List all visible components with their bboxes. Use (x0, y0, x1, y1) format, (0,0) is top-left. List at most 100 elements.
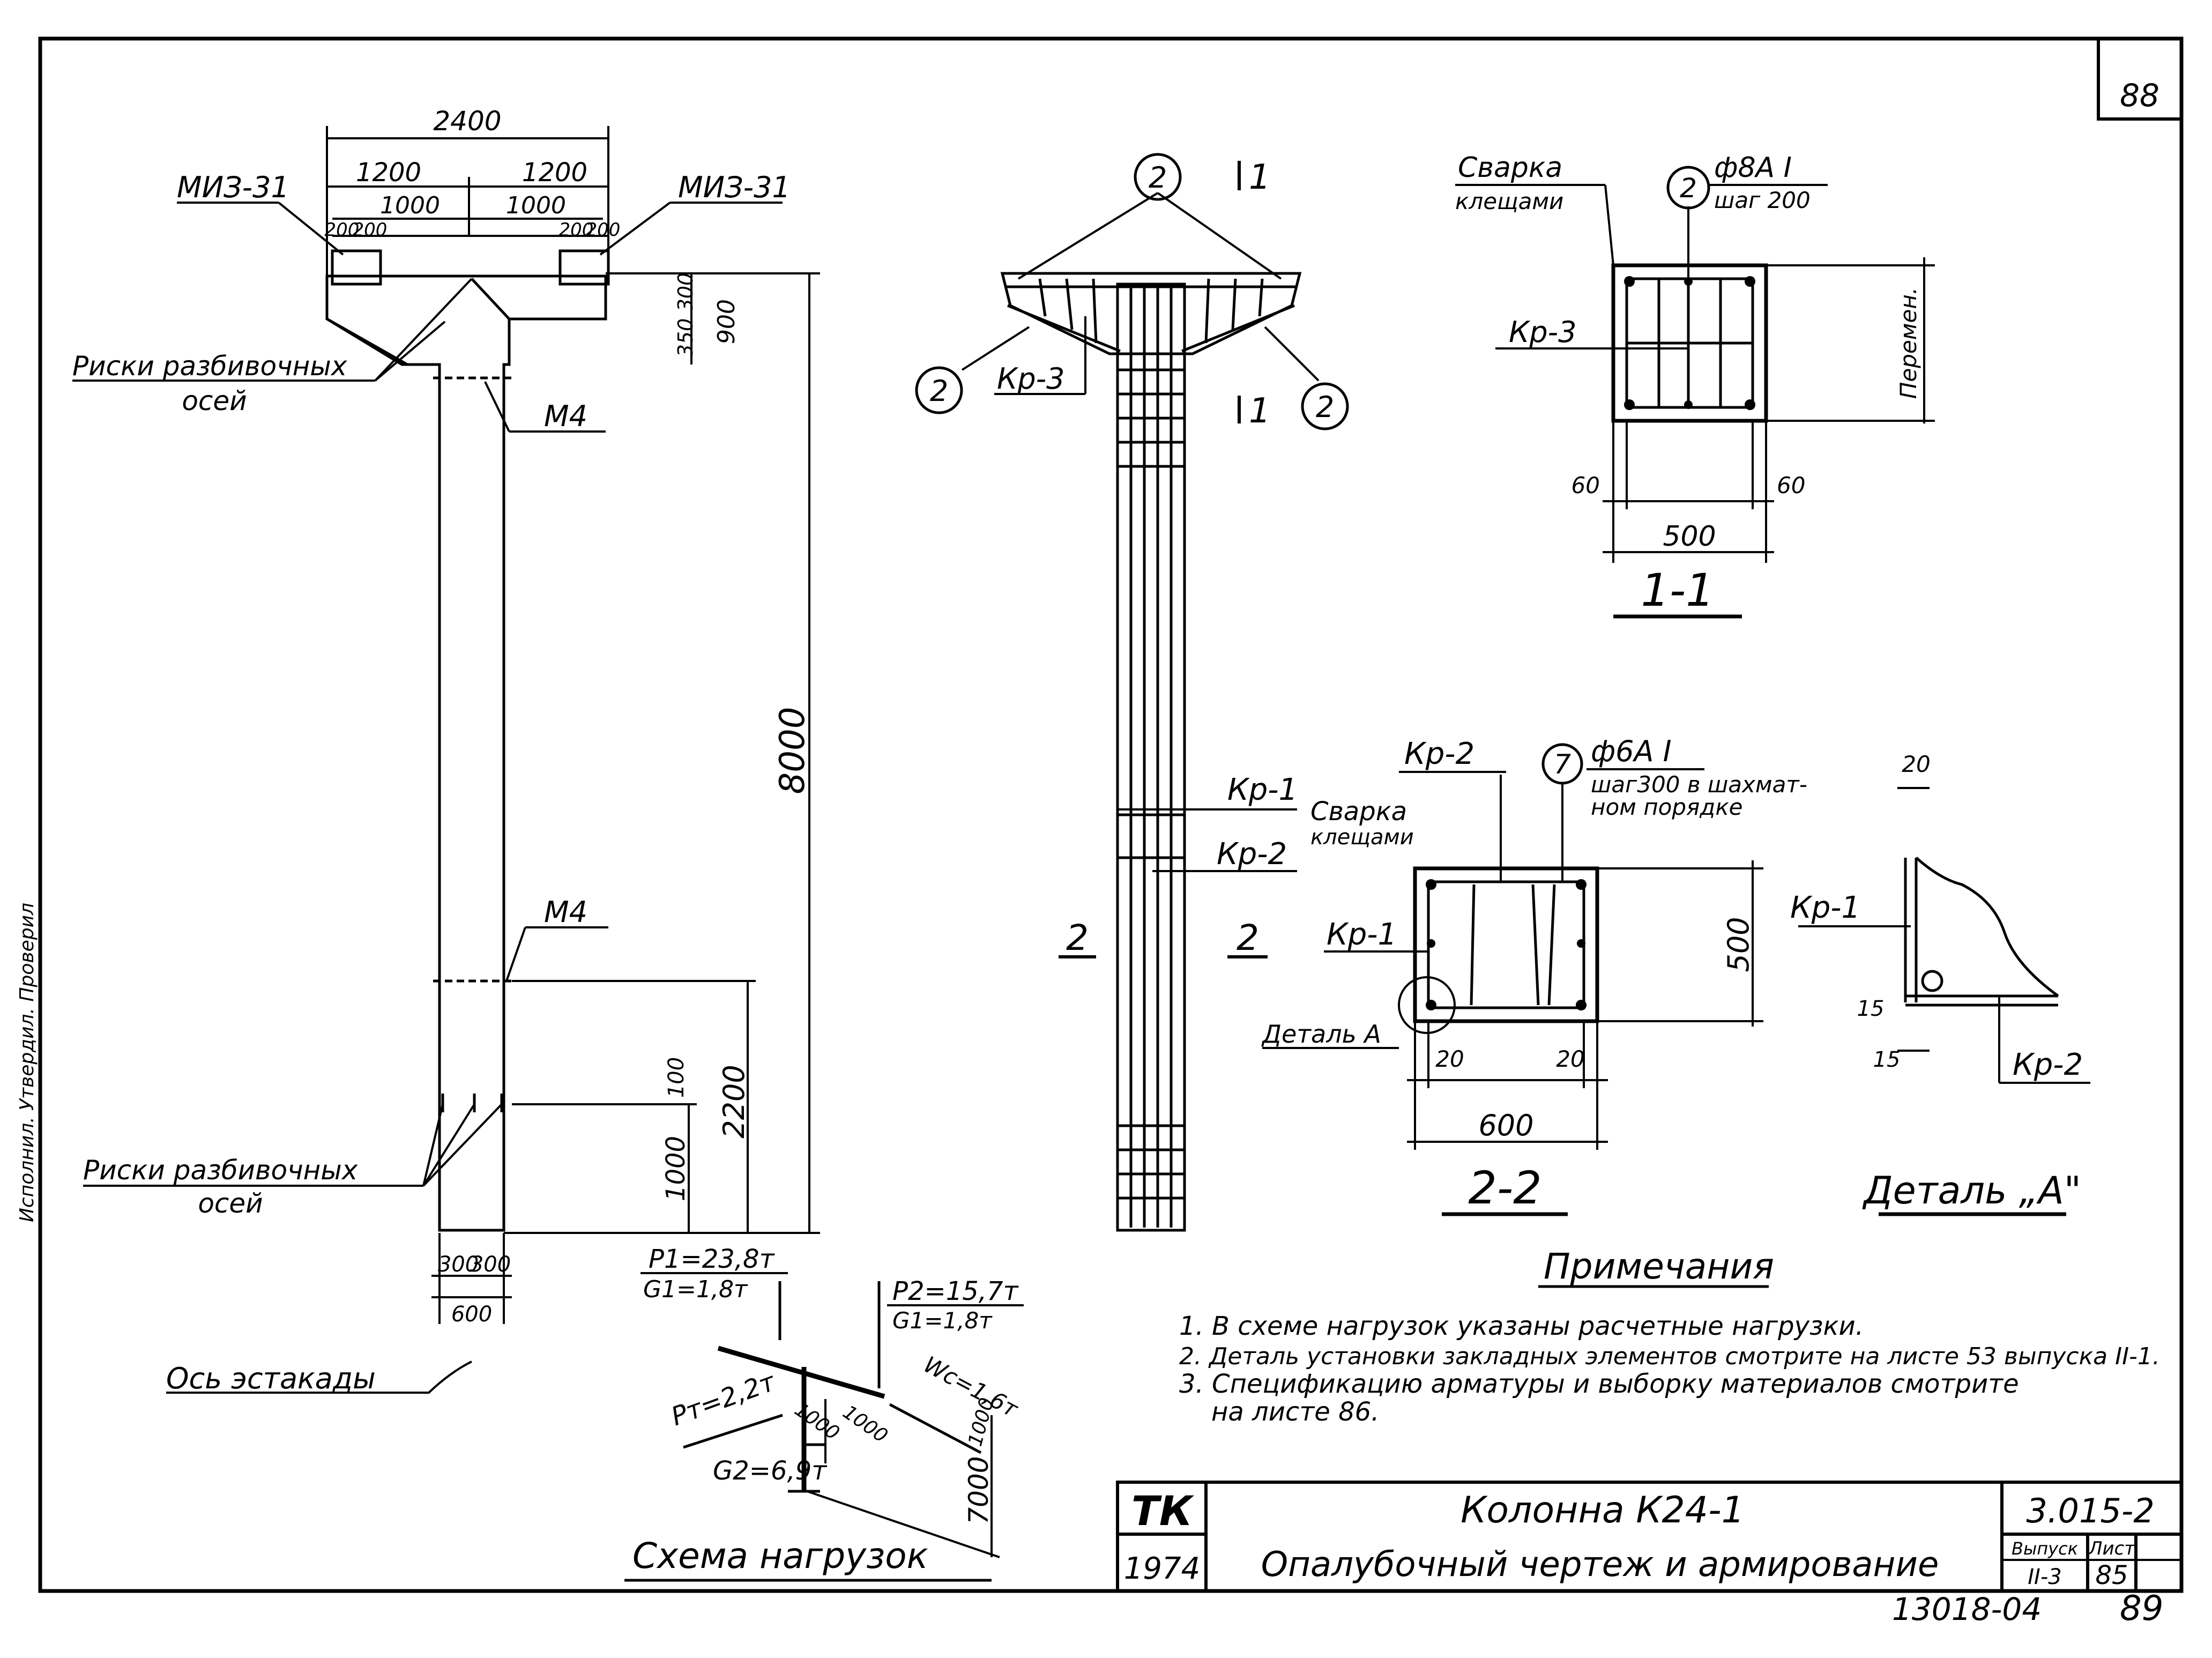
shaft-stirrups (1118, 368, 1185, 1200)
margin-note: Исполнил. Утвердил. Проверил (16, 903, 38, 1222)
rebar-dot-3 (1624, 399, 1635, 410)
label-m4-top: М4 (544, 399, 587, 433)
rebar-step-1-1: шаг 200 (1714, 187, 1811, 213)
dim-300-b: 300 (470, 1252, 511, 1277)
head-diag-left (1007, 304, 1121, 353)
elevation-dimensions (326, 126, 820, 1324)
head-stirrup-2 (1065, 278, 1074, 330)
label-kr2-2-2: Кр-2 (1404, 737, 1474, 771)
detail-a-callout (1398, 976, 1456, 1034)
dim-8000: 8000 (773, 707, 813, 794)
detail-a-break (1915, 857, 2059, 998)
label-riski-top: Риски разбивочных (72, 351, 347, 382)
reinforcement-shaft (1116, 282, 1186, 1232)
rebar-dot-1 (1624, 276, 1635, 287)
dim-100: 100 (664, 1057, 689, 1098)
section-2-2-labels: Кр-2 7 ф6А I шаг300 в шахмат- ном порядк… (1261, 734, 1807, 1214)
note-1: 1. В схеме нагрузок указаны расчетные на… (1179, 1311, 1864, 1341)
marker-2-left: 2 (930, 374, 948, 408)
section-1-1-labels: Сварка клещами 2 ф8А I шаг 200 Кр-3 Пере… (1455, 152, 1921, 616)
dim-20-left-2-2: 20 (1435, 1046, 1464, 1072)
dim-600-2-2: 600 (1478, 1109, 1533, 1142)
marker-2-left-circle (915, 366, 963, 414)
dim-1200-right: 1200 (522, 158, 587, 188)
load-scheme-labels: P1=23,8т G1=1,8т P2=15,7т G1=1,8т Wc=1,6… (632, 1244, 1024, 1577)
rebar-dot-6 (1684, 400, 1693, 409)
section-2-2-cage (1427, 880, 1585, 1009)
notes-title: Примечания (1544, 1246, 1774, 1287)
marker-2-top: 2 (1149, 161, 1167, 195)
dim-60-left-1-1: 60 (1572, 472, 1600, 499)
rebar-dot-4 (1745, 399, 1755, 410)
dim-200-a: 200 (325, 219, 360, 241)
dim-1000-c-scheme: 1000 (964, 1395, 998, 1448)
label-osei-top: осей (182, 385, 247, 417)
section-2-2-inner-1 (1470, 884, 1476, 1006)
head-stirrup-3 (1092, 278, 1098, 344)
label-kr1-detail: Кр-1 (1790, 890, 1860, 925)
head-brace-right (471, 278, 510, 320)
leader-marker-2-left (961, 326, 1030, 371)
dim-15-a-detail: 15 (1857, 997, 1885, 1021)
detail-a (1798, 787, 2090, 1216)
dim-1000-right: 1000 (506, 192, 566, 219)
dim-200-b: 200 (353, 219, 388, 241)
leader-riski-bottom-a (422, 1104, 444, 1186)
label-miz31-right: МИЗ-31 (678, 170, 791, 204)
label-welding: Сварка (1310, 797, 1407, 827)
title-block-sheet-value: 85 (2095, 1560, 2128, 1590)
label-kr1-2-2: Кр-1 (1327, 917, 1397, 952)
detail-a-rebar (1921, 970, 1943, 992)
dim-1000-b-scheme: 1000 (839, 1401, 892, 1447)
title-block-series: 3.015-2 (2026, 1491, 2154, 1530)
leader-riski-top-a (374, 321, 446, 382)
elevation-labels: 2400 1200 1200 1000 1000 200 200 200 200… (72, 106, 813, 1395)
marker-1-1-circle (1666, 166, 1710, 210)
dim-1000-a-scheme: 1000 (791, 1399, 844, 1445)
dim-1000: 1000 (661, 1136, 691, 1201)
embedded-plate-right (558, 249, 610, 286)
detail-a-labels: 20 Кр-1 15 15 Кр-2 Деталь „А" (1790, 751, 2083, 1213)
label-clamps-1-1: клещами (1455, 188, 1563, 214)
rebar-dot-2 (1745, 276, 1755, 287)
sheet-frame (38, 36, 2184, 1593)
rebar-spec-1-1: ф8А I (1714, 152, 1792, 184)
column-head-outline (325, 274, 607, 1232)
title-detail-a: Деталь „А" (1862, 1169, 2081, 1213)
section-2-2-outline (1413, 866, 1599, 1023)
title-1-1: 1-1 (1641, 564, 1714, 616)
label-osei-bottom: осей (198, 1188, 263, 1219)
rebar-spec-2-2: ф6А I (1591, 734, 1672, 768)
section-2-2 (1262, 775, 1763, 1216)
label-welding-1-1: Сварка (1458, 152, 1562, 184)
title-block-issue-label: Выпуск (2012, 1538, 2079, 1559)
note-3: 3. Спецификацию арматуры и выборку матер… (1179, 1369, 2019, 1399)
dim-2400: 2400 (433, 106, 501, 137)
label-kr1: Кр-1 (1227, 772, 1298, 807)
section-mark-2-right: 2 (1237, 917, 1259, 958)
label-m4-bottom: М4 (544, 895, 587, 929)
dim-300-a: 300 (438, 1252, 479, 1277)
label-kr2: Кр-2 (1217, 837, 1287, 872)
section-1-1 (1455, 184, 1935, 619)
dim-1000-left: 1000 (380, 192, 440, 219)
marker-1-1: 2 (1680, 173, 1697, 204)
dim-20-right-2-2: 20 (1556, 1046, 1584, 1072)
label-kr3: Кр-3 (997, 362, 1064, 396)
rebar-dot-5 (1684, 277, 1693, 286)
dim-1200-left: 1200 (356, 158, 421, 188)
sheet-number-box (2097, 37, 2183, 121)
section-mark-2-left: 2 (1066, 917, 1089, 958)
leader-riski-bottom-c (422, 1103, 503, 1187)
ext-7000 (803, 1489, 1000, 1558)
notes: Примечания 1. В схеме нагрузок указаны р… (1179, 1246, 2160, 1427)
title-load-scheme: Схема нагрузок (632, 1535, 928, 1577)
leader-miz31-left-arrow (278, 202, 344, 256)
label-clamps: клещами (1310, 825, 1414, 850)
dim-2200: 2200 (717, 1065, 751, 1138)
label-p2: P2=15,7т (892, 1276, 1019, 1306)
dim-900: 900 (713, 299, 740, 344)
rebar-2-2-dot-3 (1426, 1000, 1436, 1010)
leader-m4-top-arrow (484, 381, 510, 432)
